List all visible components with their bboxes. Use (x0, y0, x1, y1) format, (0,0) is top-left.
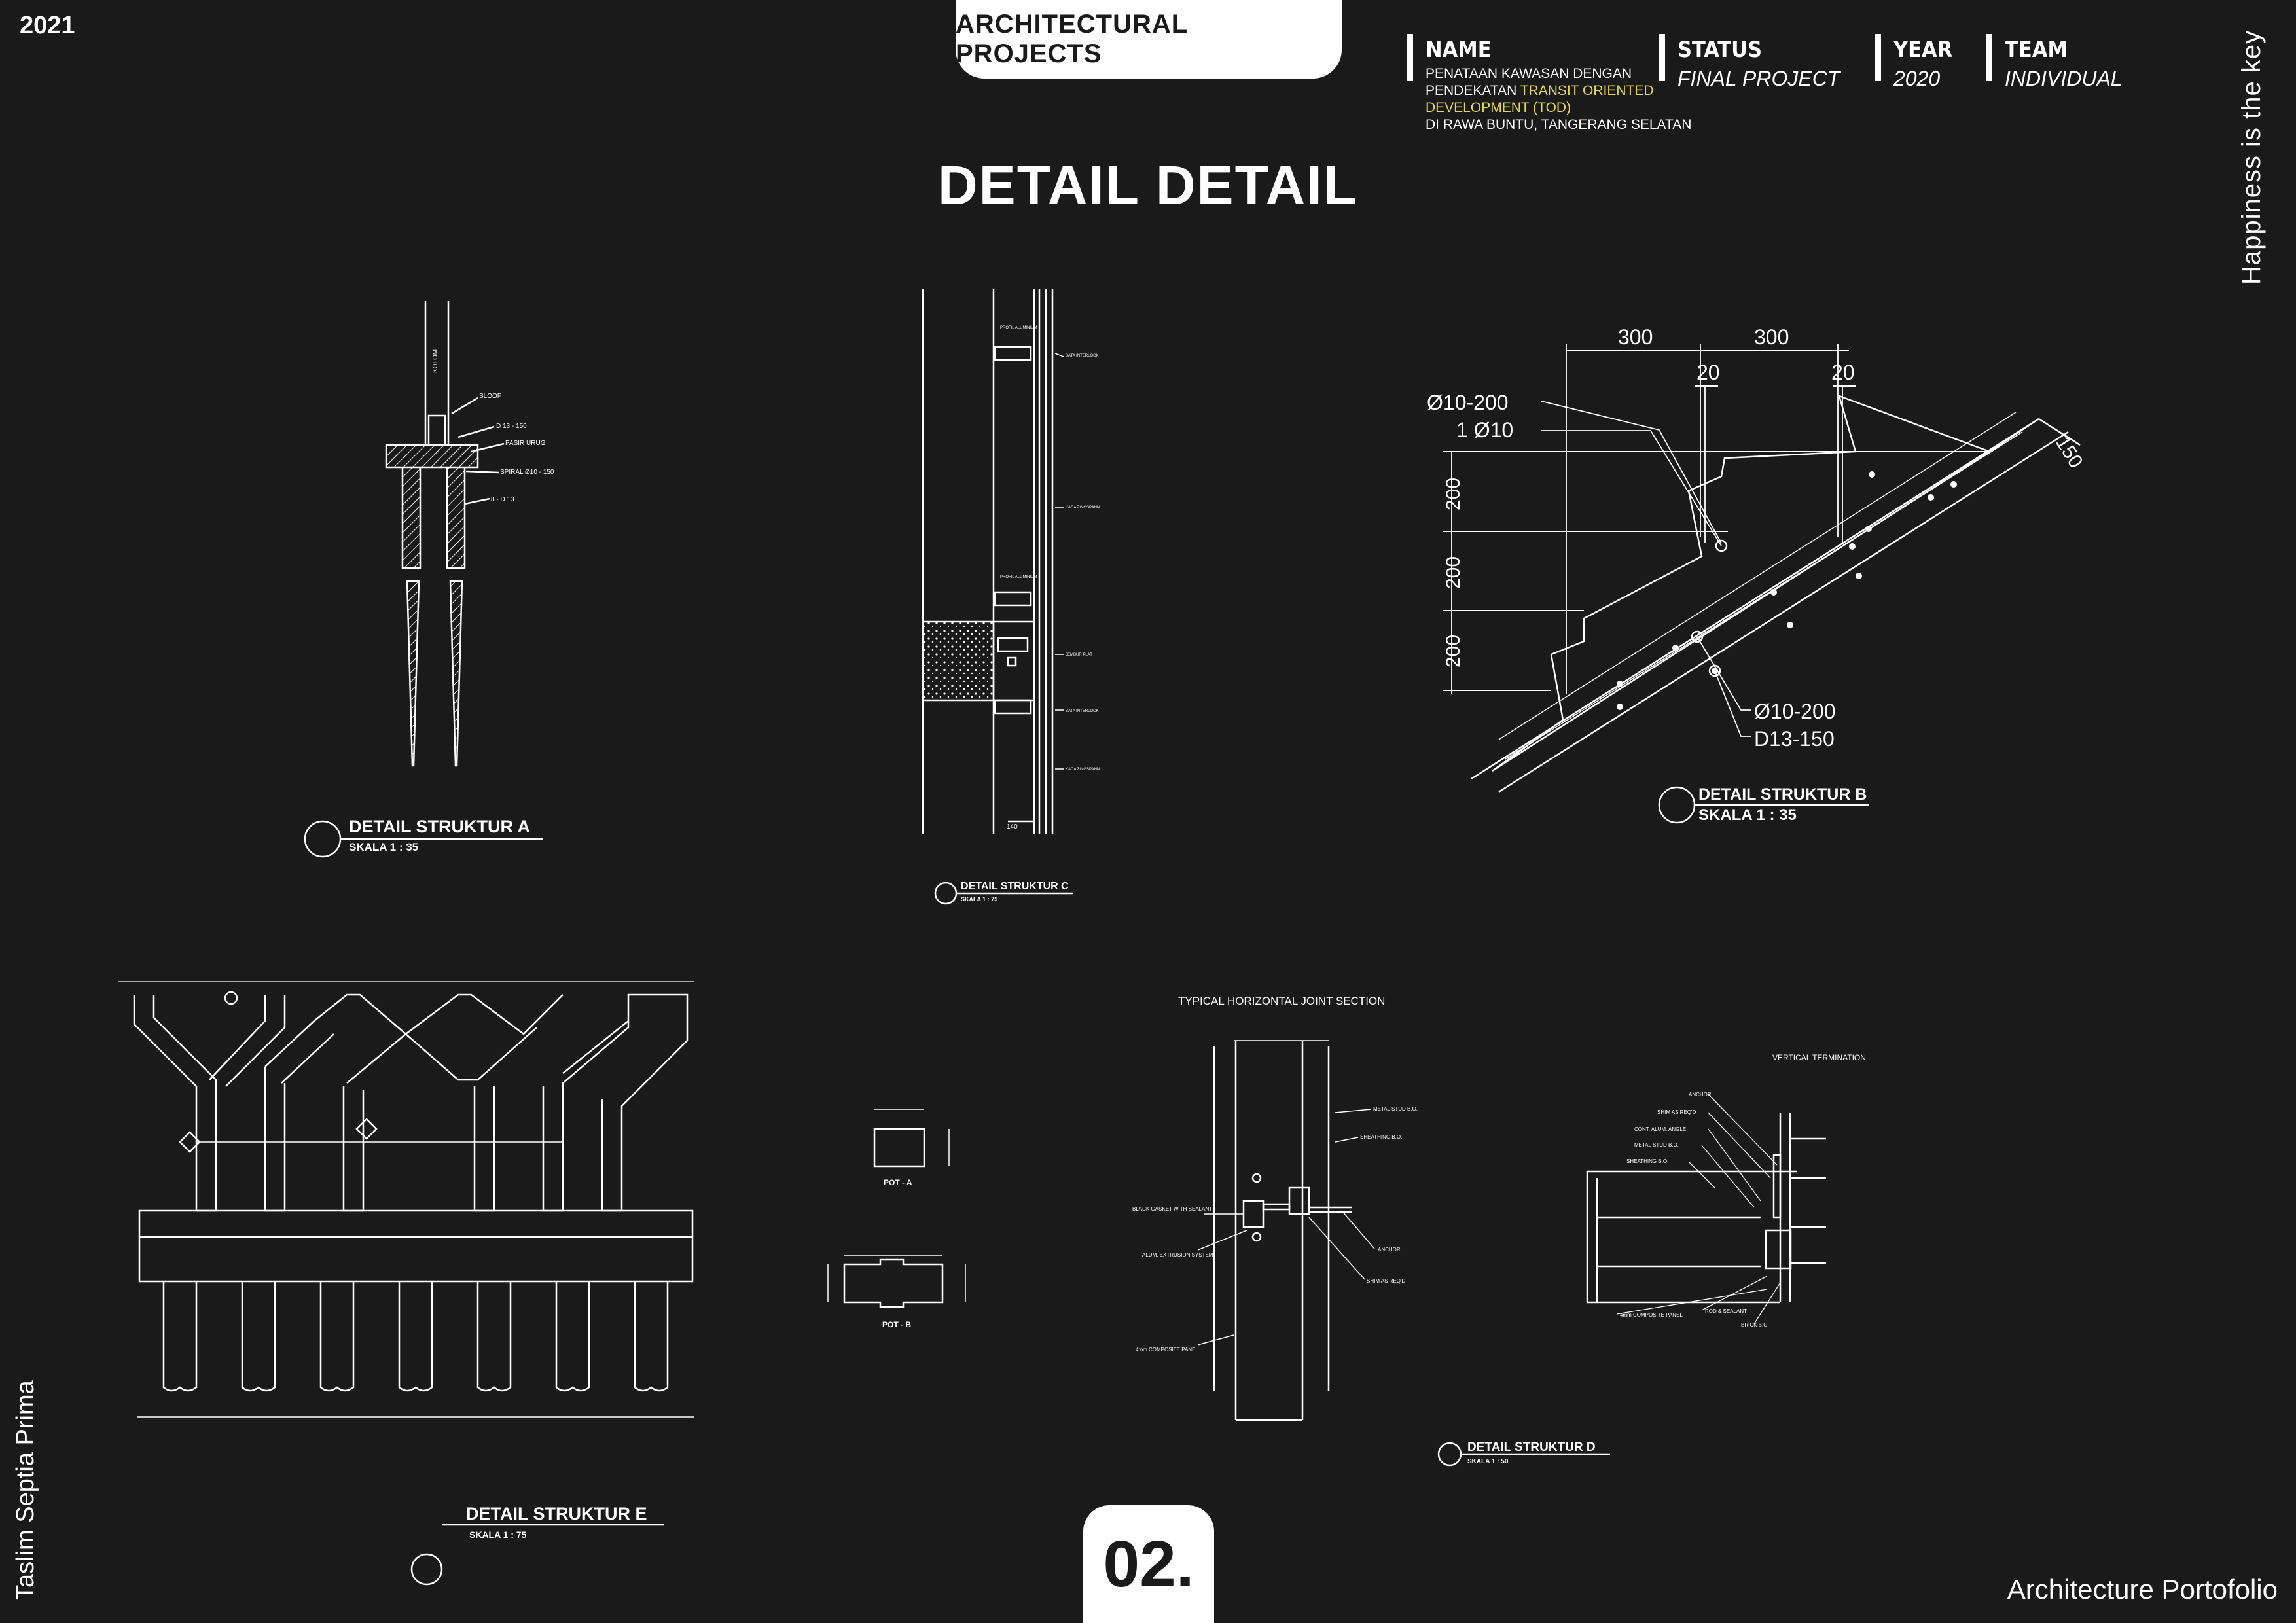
info-name-label: NAME (1426, 37, 1492, 63)
detail-c-label-profil1: PROFIL ALUMINIUM (1000, 326, 1037, 330)
detail-d-title: DETAIL STRUKTUR D (1467, 1440, 1596, 1454)
info-bar (1986, 34, 1992, 81)
detail-d-v-sheathing: SHEATHING B.O. (1626, 1158, 1668, 1164)
info-bar (1659, 34, 1665, 81)
detail-b-drawing: 300 300 20 20 200 200 200 150 (1427, 325, 2087, 824)
page-title: DETAIL DETAIL (938, 154, 1358, 216)
info-name-value: PENATAAN KAWASAN DENGAN PENDEKATAN TRANS… (1426, 65, 1691, 134)
detail-c-title: DETAIL STRUKTUR C (961, 881, 1069, 892)
detail-a-label-kolom: KOLOM (432, 349, 439, 373)
info-year-value: 2020 (1893, 67, 1941, 90)
detail-a-label-bar: 8 - D 13 (491, 496, 514, 503)
detail-c-scale: SKALA 1 : 75 (961, 896, 997, 902)
pot-a-label: POT - A (884, 1178, 912, 1187)
info-team-value: INDIVIDUAL (2005, 67, 2123, 90)
name-line2: PENDEKATAN TRANSIT ORIENTED (1426, 82, 1691, 99)
detail-b-dim-200c: 200 (1443, 635, 1464, 668)
detail-a-label-spiral: SPIRAL Ø10 - 150 (500, 469, 554, 476)
detail-d-label-sheathing: SHEATHING B.O. (1360, 1134, 1402, 1140)
detail-b-dim-20b: 20 (1831, 361, 1855, 384)
detail-e-piles (162, 1281, 669, 1392)
detail-d-label-composite: 4mm COMPOSITE PANEL (1136, 1347, 1198, 1353)
page-number-text: 02. (1103, 1527, 1194, 1601)
detail-b-dim-200a: 200 (1443, 478, 1464, 510)
name-line3: DEVELOPMENT (TOD) (1426, 100, 1571, 115)
detail-d-scale: SKALA 1 : 50 (1467, 1458, 1509, 1465)
detail-d-v-stud: METAL STUD B.O. (1634, 1142, 1679, 1148)
detail-d-v-rod: ROD & SEALANT (1705, 1308, 1747, 1314)
detail-a-drawing: KOLOM SLOOF D 13 - 150 PASIR URUG SPIRAL… (304, 301, 554, 858)
detail-b-scale: SKALA 1 : 35 (1698, 806, 1797, 824)
detail-c-label-profil2: PROFIL ALUMINIUM (1000, 575, 1037, 579)
info-status-value: FINAL PROJECT (1677, 67, 1840, 90)
detail-a-scale: SKALA 1 : 35 (349, 841, 418, 853)
detail-c-drawing: PROFIL ALUMINIUM BATA INTERLOCK KACA ZIN… (922, 289, 1100, 905)
detail-b-title: DETAIL STRUKTUR B (1698, 785, 1867, 804)
pot-drawings: POT - A POT - B (827, 1109, 966, 1329)
detail-a-label-d13: D 13 - 150 (496, 423, 527, 430)
detail-d-v-shim: SHIM AS REQ'D (1657, 1109, 1696, 1115)
detail-d-label-alum: ALUM. EXTRUSION SYSTEM (1142, 1252, 1213, 1258)
detail-b-rebar-4: D13-150 (1754, 727, 1835, 751)
detail-c-label-bata2: BATA INTERLOCK (1066, 709, 1098, 713)
detail-d-v-brick: BRICK B.O. (1741, 1322, 1769, 1328)
detail-d-label-gasket: BLACK GASKET WITH SEALANT (1132, 1206, 1212, 1212)
detail-e-title: DETAIL STRUKTUR E (466, 1504, 647, 1524)
name-line2a: PENDEKATAN (1426, 83, 1520, 98)
info-bar (1875, 34, 1881, 81)
detail-d-v-anchor: ANCHOR (1689, 1092, 1712, 1097)
detail-d-drawing: TYPICAL HORIZONTAL JOINT SECTION METAL S… (1132, 995, 1866, 1467)
info-bar (1407, 34, 1413, 81)
footer-label: Architecture Portofolio (2007, 1574, 2278, 1605)
detail-d-label-anchor: ANCHOR (1378, 1247, 1401, 1253)
detail-b-dim-300b: 300 (1754, 325, 1789, 349)
detail-d-v-panel: 4mm COMPOSITE PANEL (1620, 1312, 1683, 1318)
section-tab-label: ARCHITECTURAL PROJECTS (956, 10, 1188, 68)
detail-c-dim: 140 (1007, 823, 1018, 830)
detail-c-label-plat: JEMBUR PLAT (1066, 653, 1092, 657)
pot-b-label: POT - B (882, 1320, 911, 1329)
detail-b-dim-300a: 300 (1618, 325, 1653, 349)
detail-d-label-shim: SHIM AS REQ'D (1367, 1278, 1406, 1284)
detail-b-dim-200b: 200 (1443, 556, 1464, 589)
detail-a-label-pasir: PASIR URUG (505, 440, 546, 447)
detail-b-rebar-3: Ø10-200 (1754, 700, 1836, 723)
detail-c-label-kaca1: KACA ZINGSPANN (1066, 506, 1100, 510)
detail-d-label-metal-stud: METAL STUD B.O. (1373, 1106, 1418, 1112)
detail-d-v-angle: CONT. ALUM. ANGLE (1634, 1126, 1686, 1132)
info-status-label: STATUS (1677, 37, 1763, 63)
detail-c-label-kaca2: KACA ZINGSPANN (1066, 768, 1100, 772)
detail-c-label-bata: BATA INTERLOCK (1066, 354, 1098, 358)
detail-a-label-sloof: SLOOF (479, 393, 501, 400)
detail-e-scale: SKALA 1 : 75 (469, 1529, 527, 1540)
detail-b-rebar-2: 1 Ø10 (1456, 418, 1513, 442)
detail-d-section-title: TYPICAL HORIZONTAL JOINT SECTION (1178, 995, 1385, 1007)
detail-b-rebar-1: Ø10-200 (1427, 391, 1509, 414)
detail-b-dim-20a: 20 (1696, 361, 1720, 384)
info-team-label: TEAM (2005, 37, 2068, 63)
name-line4: DI RAWA BUNTU, TANGERANG SELATAN (1426, 117, 1692, 132)
section-tab: ARCHITECTURAL PROJECTS (956, 0, 1342, 79)
name-line1: PENATAAN KAWASAN DENGAN (1426, 66, 1632, 81)
detail-e-drawing: DETAIL STRUKTUR E SKALA 1 : 75 (118, 981, 694, 1586)
page-number: 02. (1083, 1505, 1214, 1623)
info-year-label: YEAR (1893, 37, 1953, 63)
detail-a-title: DETAIL STRUKTUR A (349, 817, 530, 836)
detail-d-vertical-title: VERTICAL TERMINATION (1772, 1053, 1866, 1062)
year-label: 2021 (20, 12, 75, 39)
name-line2b: TRANSIT ORIENTED (1520, 83, 1654, 98)
